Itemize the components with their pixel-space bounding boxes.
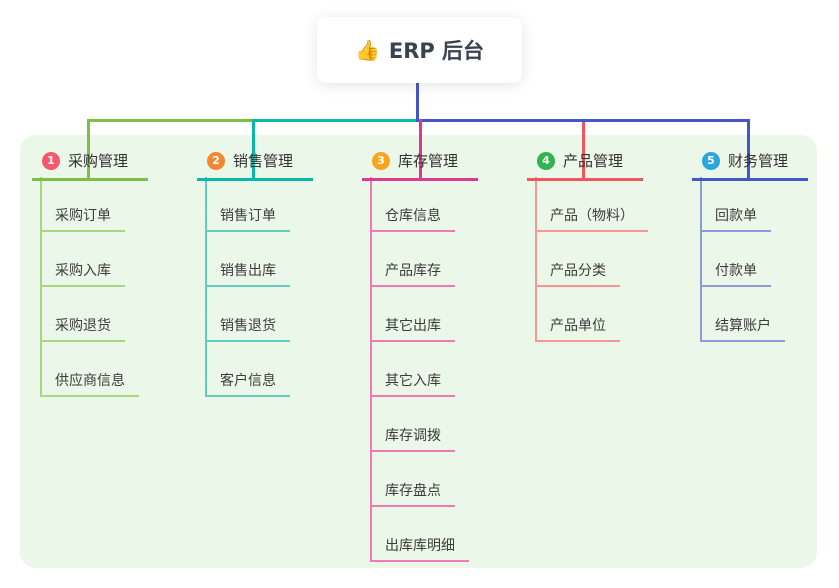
child-node[interactable]: 客户信息 [205,371,290,397]
connector-line [747,119,750,178]
child-node[interactable]: 采购订单 [40,206,125,232]
branch-node-label: 库存管理 [398,152,459,170]
branch-node-label: 销售管理 [233,152,294,170]
child-node[interactable]: 产品分类 [535,261,620,287]
connector-line [370,177,372,561]
branch-node-label: 产品管理 [563,152,624,170]
root-node[interactable]: 👍 ERP 后台 [317,17,522,83]
connector-line [88,119,254,122]
branch-node-label: 财务管理 [728,152,789,170]
connector-line [416,83,419,122]
child-node[interactable]: 产品单位 [535,316,620,342]
connector-line [253,119,419,122]
connector-line [419,119,750,122]
child-node[interactable]: 产品（物料） [535,206,648,232]
child-node[interactable]: 库存调拨 [370,426,455,452]
child-node[interactable]: 结算账户 [700,316,785,342]
child-node[interactable]: 其它入库 [370,371,455,397]
child-node[interactable]: 采购退货 [40,316,125,342]
branch-node[interactable]: 2 销售管理 [197,147,314,181]
branch-number-badge: 3 [372,151,390,170]
branch-node[interactable]: 5 财务管理 [692,147,809,181]
child-node[interactable]: 其它出库 [370,316,455,342]
connector-line [252,119,255,178]
child-node[interactable]: 付款单 [700,261,771,287]
connector-line [535,177,537,341]
child-node[interactable]: 采购入库 [40,261,125,287]
child-node[interactable]: 销售退货 [205,316,290,342]
connector-line [582,119,585,178]
connector-line [87,119,90,178]
root-node-label: ERP 后台 [388,39,485,63]
connector-line [700,177,702,341]
child-node[interactable]: 库存盘点 [370,481,455,507]
child-node[interactable]: 产品库存 [370,261,455,287]
child-node[interactable]: 仓库信息 [370,206,455,232]
branch-number-badge: 2 [207,151,225,170]
branches-background-panel [20,135,817,568]
branch-number-badge: 5 [702,151,720,170]
branch-node-label: 采购管理 [68,152,129,170]
branch-number-badge: 1 [42,151,60,170]
connector-line [419,119,422,178]
child-node[interactable]: 销售出库 [205,261,290,287]
child-node[interactable]: 供应商信息 [40,371,139,397]
child-node[interactable]: 销售订单 [205,206,290,232]
child-node[interactable]: 出库库明细 [370,536,469,562]
child-node[interactable]: 回款单 [700,206,771,232]
branch-node[interactable]: 1 采购管理 [32,147,149,181]
thumbs-up-icon: 👍 [354,38,380,62]
branch-node[interactable]: 4 产品管理 [527,147,644,181]
branch-node[interactable]: 3 库存管理 [362,147,479,181]
branch-number-badge: 4 [537,151,555,170]
